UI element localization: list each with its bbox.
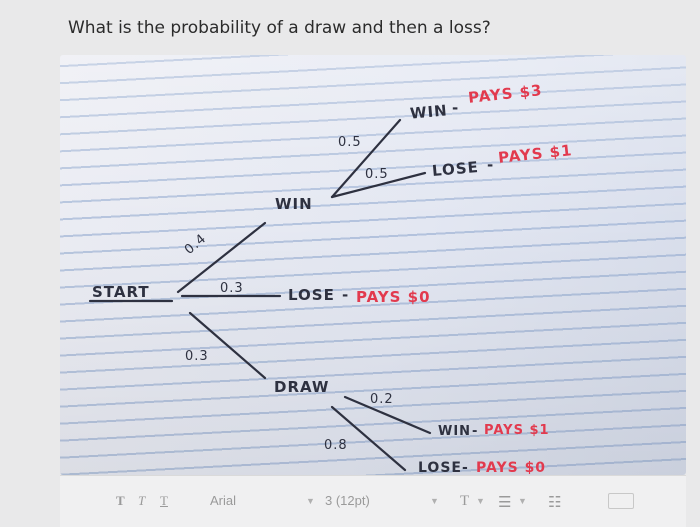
draw-win-label: WIN <box>438 424 472 439</box>
bold-button[interactable]: T <box>116 493 125 508</box>
lose-sep: - <box>342 286 350 304</box>
underline-button[interactable]: T <box>160 493 168 508</box>
spellcheck-icon[interactable] <box>608 493 634 509</box>
tree-diagram-image: START 0.4 0.3 0.3 WIN 0.5 0.5 WIN - PAYS… <box>60 55 686 475</box>
draw-lose-pays: PAYS $0 <box>476 460 547 475</box>
prob-win-win: 0.5 <box>338 135 362 150</box>
tree-branches <box>88 118 432 472</box>
italic-button[interactable]: T <box>138 493 146 508</box>
branch-start-draw <box>188 311 267 380</box>
branch-win-win <box>330 118 402 199</box>
font-size-dropdown-icon[interactable]: ▼ <box>430 496 439 506</box>
win-node-label: WIN <box>275 195 313 213</box>
text-color-button[interactable]: T <box>460 493 470 509</box>
prob-draw-win: 0.2 <box>370 392 394 407</box>
prob-start-draw: 0.3 <box>185 349 209 364</box>
branch-draw-lose <box>330 405 407 472</box>
question-text: What is the probability of a draw and th… <box>68 18 491 38</box>
bulleted-list-dropdown-icon[interactable]: ▼ <box>518 496 527 506</box>
editor-toolbar: T T T Arial ▼ 3 (12pt) ▼ T ▼ ☰ ▼ ☷ <box>60 475 686 527</box>
win-lose-sep: - <box>487 156 495 174</box>
font-size-select[interactable]: 3 (12pt) <box>325 493 370 508</box>
draw-lose-label: LOSE <box>418 460 462 475</box>
bulleted-list-icon[interactable]: ☰ <box>498 494 512 511</box>
prob-win-lose: 0.5 <box>365 167 389 182</box>
branch-draw-win <box>343 395 432 435</box>
prob-draw-lose: 0.8 <box>324 438 348 453</box>
win-win-sep: - <box>452 99 460 117</box>
branch-start-win <box>176 221 267 294</box>
lose-label: LOSE <box>288 286 335 304</box>
draw-lose-sep: - <box>462 460 469 475</box>
lose-pays: PAYS $0 <box>356 288 431 306</box>
win-win-label: WIN <box>409 101 449 123</box>
font-family-select[interactable]: Arial <box>210 493 237 508</box>
ruled-paper-lines <box>60 55 686 475</box>
font-family-dropdown-icon[interactable]: ▼ <box>306 496 315 506</box>
numbered-list-icon[interactable]: ☷ <box>548 494 562 511</box>
draw-node-label: DRAW <box>274 378 330 396</box>
draw-win-sep: - <box>472 424 479 439</box>
text-color-dropdown-icon[interactable]: ▼ <box>476 496 485 506</box>
draw-win-pays: PAYS $1 <box>484 423 550 438</box>
prob-start-lose: 0.3 <box>220 281 244 296</box>
start-label: START <box>92 283 150 301</box>
branch-win-lose <box>330 171 427 199</box>
